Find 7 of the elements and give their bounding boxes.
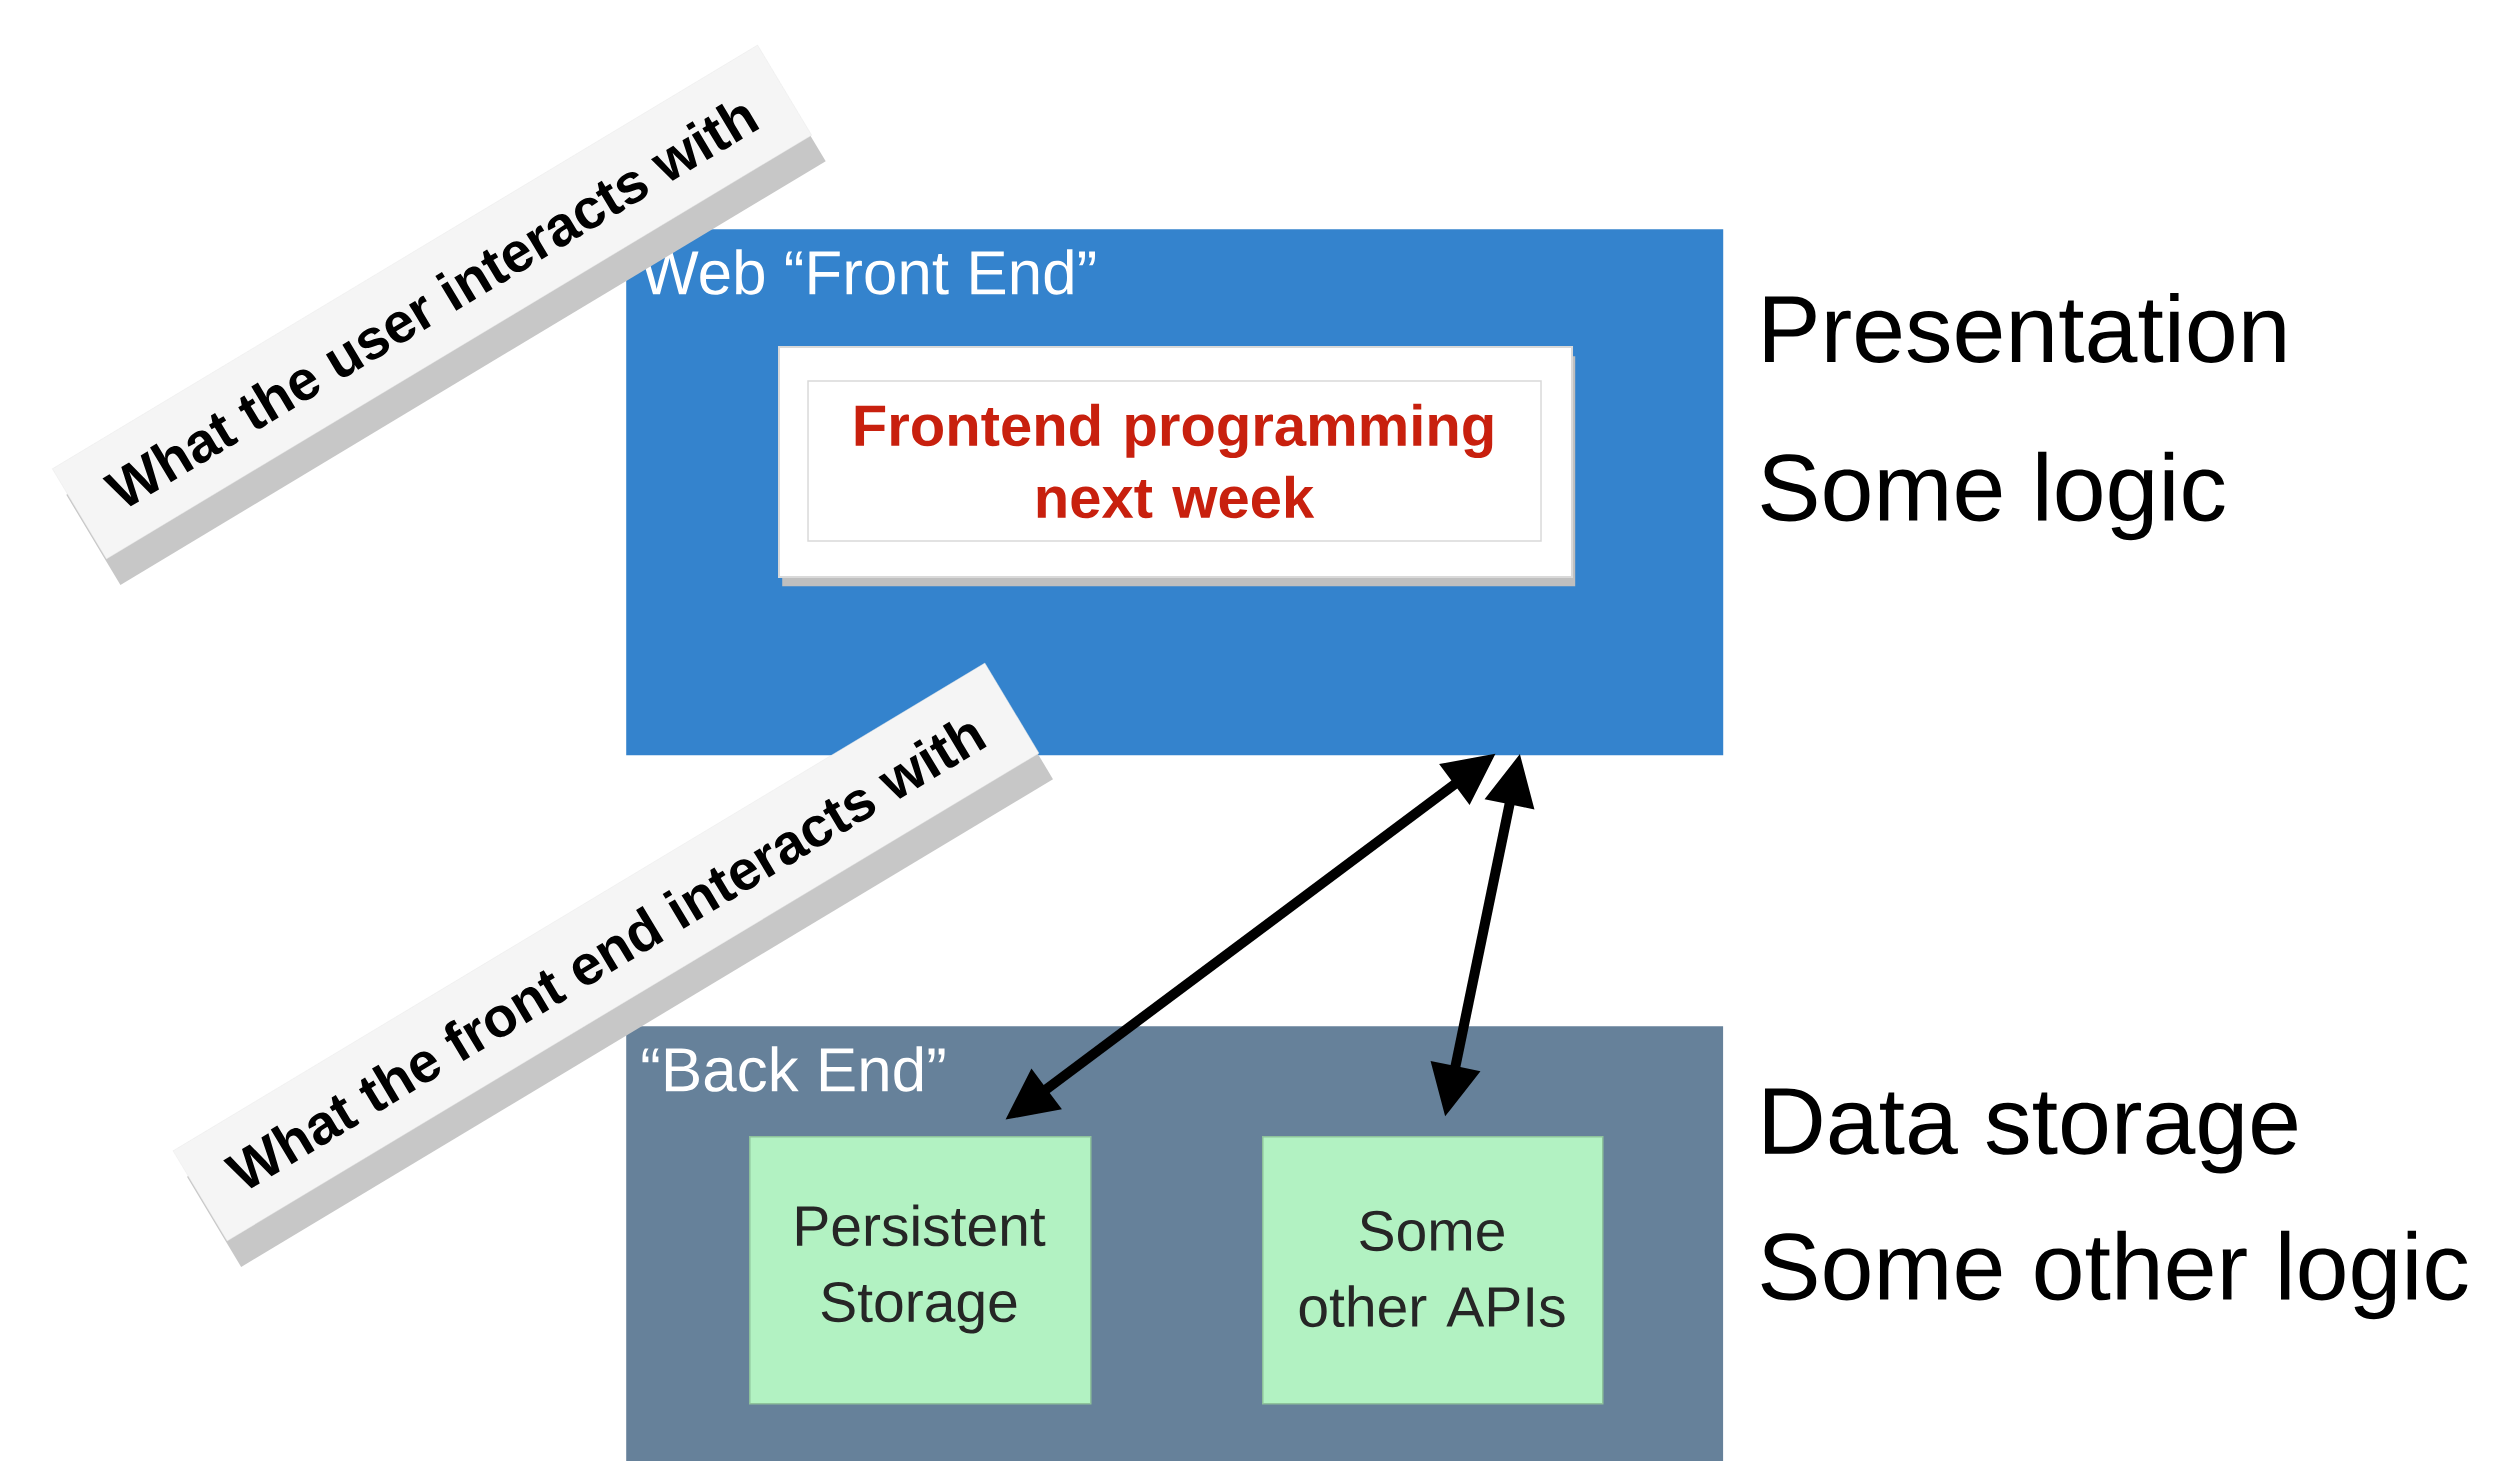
side-label: Data storage (1765, 1088, 2297, 1174)
side-label: Some other logic (1761, 1230, 2468, 1320)
side-label: Presentation (1765, 293, 2285, 363)
note-card: Frontend programming next week (778, 346, 1576, 587)
storage-box: Some other APIs (1262, 1136, 1604, 1405)
side-label: Some logic (1761, 451, 2225, 541)
storage-box: Persistent Storage (749, 1136, 1092, 1405)
